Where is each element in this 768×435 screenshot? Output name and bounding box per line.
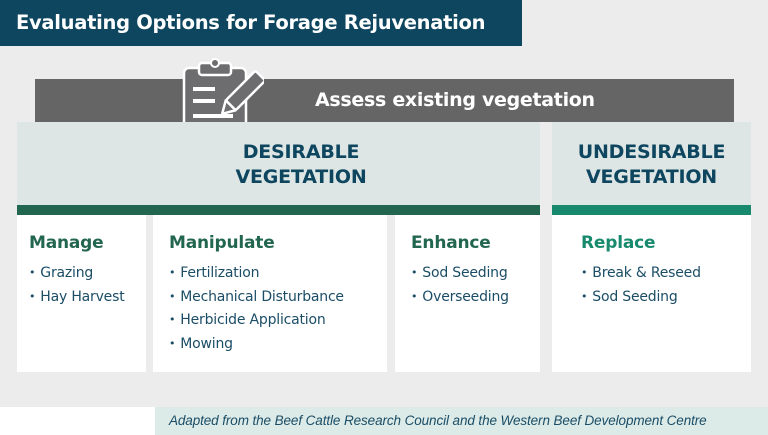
list-item: Sod Seeding: [581, 286, 751, 310]
desirable-vegetation-label: DESIRABLE VEGETATION: [235, 140, 367, 188]
undesirable-divider-bar: [552, 205, 751, 215]
option-heading: Enhance: [411, 233, 491, 253]
desirable-divider-bar: [17, 205, 540, 215]
option-card-replace: Replace Break & Reseed Sod Seeding: [552, 215, 751, 372]
source-credit: Adapted from the Beef Cattle Research Co…: [155, 407, 768, 435]
option-list: Grazing Hay Harvest: [29, 262, 146, 309]
list-item: Herbicide Application: [169, 309, 387, 333]
option-list: Sod Seeding Overseeding: [411, 262, 540, 309]
undesirable-vegetation-header: UNDESIRABLE VEGETATION: [552, 122, 751, 205]
option-heading: Replace: [581, 233, 656, 253]
option-card-manage: Manage Grazing Hay Harvest: [17, 215, 146, 372]
assess-label: Assess existing vegetation: [315, 89, 595, 111]
list-item: Fertilization: [169, 262, 387, 286]
option-list: Fertilization Mechanical Disturbance Her…: [169, 262, 387, 356]
undesirable-vegetation-label: UNDESIRABLE VEGETATION: [577, 140, 726, 188]
option-heading: Manipulate: [169, 233, 275, 253]
option-heading: Manage: [29, 233, 104, 253]
assess-bar: Assess existing vegetation: [35, 79, 734, 122]
list-item: Sod Seeding: [411, 262, 540, 286]
list-item: Hay Harvest: [29, 286, 146, 310]
list-item: Break & Reseed: [581, 262, 751, 286]
option-card-enhance: Enhance Sod Seeding Overseeding: [395, 215, 540, 372]
list-item: Overseeding: [411, 286, 540, 310]
clipboard-pencil-icon: [182, 58, 264, 132]
option-list: Break & Reseed Sod Seeding: [581, 262, 751, 309]
list-item: Mowing: [169, 333, 387, 357]
option-card-manipulate: Manipulate Fertilization Mechanical Dist…: [153, 215, 387, 372]
desirable-vegetation-header: DESIRABLE VEGETATION: [17, 122, 540, 205]
diagram-title: Evaluating Options for Forage Rejuvenati…: [0, 0, 522, 46]
list-item: Mechanical Disturbance: [169, 286, 387, 310]
list-item: Grazing: [29, 262, 146, 286]
